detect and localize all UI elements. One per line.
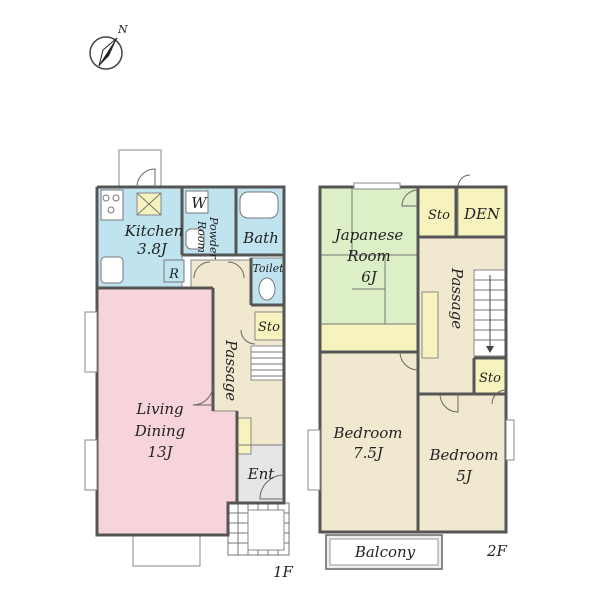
window-living-west-2 <box>84 439 98 491</box>
passage-closet <box>421 291 439 359</box>
toilet-door <box>227 261 245 279</box>
bedroom-small-size: 5J <box>456 467 473 485</box>
living-window-bay <box>132 534 201 567</box>
storage-label-1f: Sto <box>258 320 280 335</box>
living-door <box>192 384 214 406</box>
compass: N <box>89 23 128 70</box>
bathtub-icon <box>239 191 279 219</box>
floor-1-outer-wall <box>95 185 286 537</box>
kitchen-size: 3.8J <box>137 240 168 258</box>
washer-space <box>185 190 209 214</box>
bath-label: Bath <box>242 229 279 247</box>
floor-2-tag: 2F <box>486 542 508 560</box>
storage-area-2f-top <box>417 186 457 238</box>
japanese-room-label-line1: Japanese <box>332 226 404 244</box>
powder-door <box>193 261 211 279</box>
window-bedroom-west <box>307 429 321 491</box>
living-label-line1: Living <box>135 400 183 418</box>
sink-icon <box>100 256 124 284</box>
den-door <box>457 174 471 188</box>
refrigerator-label: R <box>168 267 179 282</box>
living-size: 13J <box>147 443 173 461</box>
japanese-room-label-line2: Room <box>346 247 391 265</box>
tatami-lines <box>320 187 418 324</box>
window-bedroom-east <box>505 419 515 461</box>
passage-label-2f: Passage <box>448 267 466 329</box>
storage-door-2f <box>491 389 507 405</box>
entrance-label: Ent <box>247 465 276 483</box>
front-door <box>259 474 285 500</box>
living-label-line2: Dining <box>134 422 186 440</box>
powder-room-label-line2: Room <box>195 220 208 253</box>
porch-tiles <box>227 502 290 556</box>
window-japanese-north <box>353 182 401 190</box>
floor-1: Kitchen 3.8J W R Powder Room Bath Toilet… <box>84 149 294 581</box>
washbasin-icon <box>185 228 205 250</box>
toilet-icon <box>258 277 276 301</box>
bedroom-small-label: Bedroom <box>429 446 499 464</box>
storage-door-1f <box>240 329 256 345</box>
japanese-room-size: 6J <box>361 268 378 286</box>
den-area <box>457 186 507 238</box>
powder-room-label-line1: Powder <box>207 216 220 260</box>
refrigerator-space <box>163 259 185 283</box>
kitchen-label: Kitchen <box>124 222 184 240</box>
floor-2: Japanese Room 6J Sto DEN Passage Sto Bed… <box>307 174 515 570</box>
bedroom-large-size: 7.5J <box>353 444 384 462</box>
den-label: DEN <box>463 205 501 223</box>
floor-1-tag: 1F <box>273 563 294 581</box>
shoe-cabinet <box>236 417 252 455</box>
compass-north-label: N <box>117 23 128 36</box>
storage-label-2f-top: Sto <box>428 208 450 223</box>
passage-label-1f: Passage <box>222 339 240 401</box>
stairs-1f <box>250 345 285 381</box>
bedroom-small-door <box>439 393 459 413</box>
bedroom-large-area <box>319 351 419 533</box>
bedroom-large-label: Bedroom <box>333 424 403 442</box>
storage-label-2f-right: Sto <box>479 371 501 386</box>
toilet-label: Toilet <box>252 262 284 275</box>
japanese-room-door <box>401 189 419 207</box>
stove-icon <box>100 189 124 221</box>
stairs-2f <box>473 269 507 357</box>
bedroom-large-door <box>399 351 419 371</box>
balcony-label: Balcony <box>354 543 416 561</box>
washer-label: W <box>191 194 208 212</box>
kitchen-door <box>136 168 156 188</box>
window-living-west <box>84 311 98 373</box>
closet-2f <box>319 323 419 353</box>
